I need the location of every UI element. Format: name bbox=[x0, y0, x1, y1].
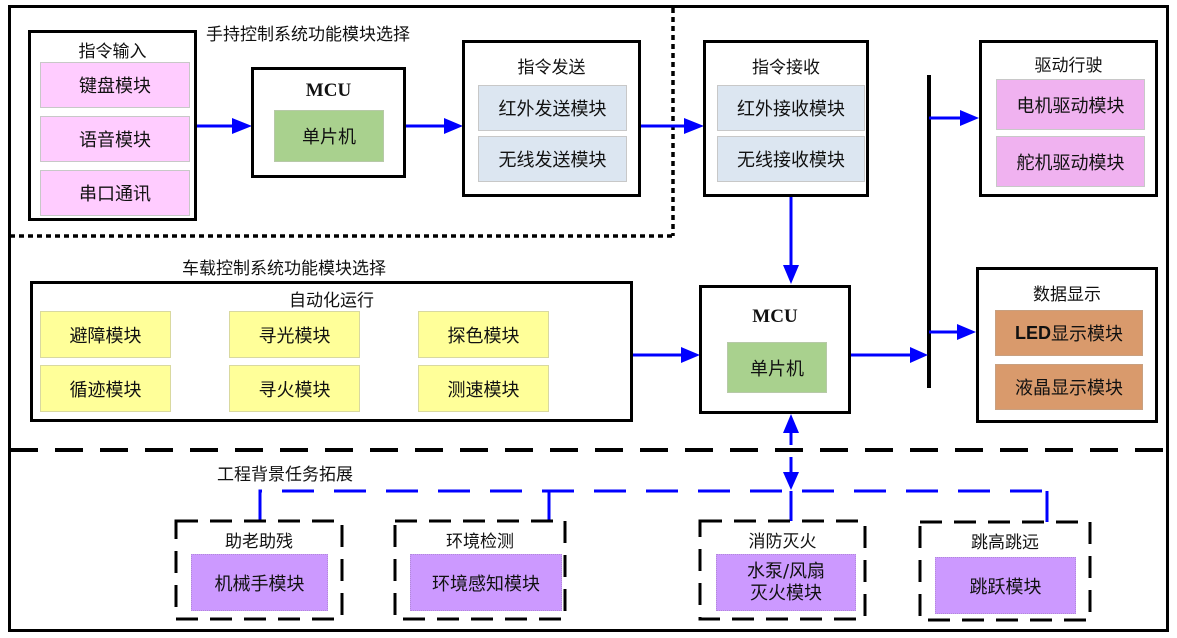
line-follow-module: 循迹模块 bbox=[40, 365, 171, 412]
handheld-mcu-title: MCU bbox=[305, 80, 352, 101]
speed-measure-module: 测速模块 bbox=[418, 365, 549, 412]
fire-seek-module: 寻火模块 bbox=[229, 365, 360, 412]
task-env-title: 环境检测 bbox=[446, 532, 514, 552]
display-title: 数据显示 bbox=[1033, 285, 1101, 305]
wireless-receive-module: 无线接收模块 bbox=[717, 136, 865, 182]
robot-arm-module: 机械手模块 bbox=[191, 554, 328, 611]
automation-title: 自动化运行 bbox=[289, 291, 374, 311]
vehicle-mcu-box: MCU 单片机 bbox=[699, 285, 851, 414]
obstacle-avoid-module: 避障模块 bbox=[40, 311, 171, 358]
command-input-title: 指令输入 bbox=[78, 42, 147, 62]
serial-comm-module: 串口通讯 bbox=[40, 170, 190, 216]
color-detect-module: 探色模块 bbox=[418, 311, 549, 358]
task-box-outline-fire bbox=[698, 519, 867, 621]
task-box-outline-assist bbox=[174, 519, 344, 621]
command-receive-title: 指令接收 bbox=[752, 58, 820, 78]
arrowhead-bus-to-drive bbox=[960, 110, 979, 126]
vehicle-mcu-chip: 单片机 bbox=[727, 342, 827, 393]
led-display-rest: 显示模块 bbox=[1051, 324, 1123, 345]
light-seek-module: 寻光模块 bbox=[229, 311, 360, 358]
task-assist-elderly: 助老助残 机械手模块 bbox=[176, 521, 342, 619]
motor-drive-module: 电机驱动模块 bbox=[996, 79, 1145, 130]
vehicle-mcu-title: MCU bbox=[752, 306, 798, 327]
arrowhead-mcu-to-send bbox=[444, 118, 463, 134]
pump-fan-extinguish-module: 水泵/风扇 灭火模块 bbox=[716, 554, 856, 611]
env-sensing-module: 环境感知模块 bbox=[410, 554, 562, 611]
arrowhead-bus-to-display bbox=[957, 324, 976, 340]
arrowhead-mcu-to-bus bbox=[910, 347, 928, 363]
task-fire-title: 消防灭火 bbox=[748, 532, 817, 552]
ir-send-module: 红外发送模块 bbox=[478, 85, 627, 131]
led-display-prefix: LED bbox=[1015, 322, 1051, 343]
fire-module-line2: 灭火模块 bbox=[750, 582, 822, 604]
arrowhead-auto-to-mcu bbox=[681, 347, 700, 363]
command-send-box: 指令发送 红外发送模块 无线发送模块 bbox=[462, 40, 641, 197]
automation-box: 自动化运行 避障模块 寻光模块 探色模块 循迹模块 寻火模块 测速模块 bbox=[30, 281, 633, 422]
handheld-section-title: 手持控制系统功能模块选择 bbox=[206, 25, 410, 45]
command-input-box: 指令输入 键盘模块 语音模块 串口通讯 bbox=[28, 30, 197, 221]
arrowhead-mcu-to-engineering bbox=[783, 472, 799, 490]
diagram-frame bbox=[8, 5, 1169, 632]
task-box-outline-env bbox=[393, 519, 567, 621]
vehicle-section-title: 车载控制系统功能模块选择 bbox=[182, 259, 386, 279]
task-box-outline-jump bbox=[918, 520, 1092, 622]
ir-receive-module: 红外接收模块 bbox=[717, 85, 865, 131]
task-firefighting: 消防灭火 水泵/风扇 灭火模块 bbox=[700, 521, 865, 619]
fire-module-line1: 水泵/风扇 bbox=[746, 560, 826, 582]
jump-module: 跳跃模块 bbox=[935, 557, 1076, 614]
servo-drive-module: 舵机驱动模块 bbox=[996, 136, 1145, 187]
drive-box: 驱动行驶 电机驱动模块 舵机驱动模块 bbox=[979, 40, 1158, 197]
task-assist-title: 助老助残 bbox=[225, 532, 293, 552]
handheld-mcu-box: MCU 单片机 bbox=[251, 67, 406, 178]
arrowhead-input-to-mcu bbox=[232, 118, 252, 134]
arrowhead-send-to-receive bbox=[684, 118, 704, 134]
engineering-section-title: 工程背景任务拓展 bbox=[217, 465, 353, 485]
engineering-task-bus bbox=[258, 489, 1049, 522]
task-jump: 跳高跳远 跳跃模块 bbox=[920, 522, 1090, 620]
keyboard-module: 键盘模块 bbox=[40, 62, 190, 108]
drive-title: 驱动行驶 bbox=[1034, 56, 1103, 76]
arrowhead-receive-to-mcu bbox=[783, 265, 799, 284]
command-receive-box: 指令接收 红外接收模块 无线接收模块 bbox=[703, 40, 869, 197]
task-jump-title: 跳高跳远 bbox=[971, 533, 1039, 553]
task-env-monitor: 环境检测 环境感知模块 bbox=[395, 521, 565, 619]
wireless-send-module: 无线发送模块 bbox=[478, 136, 627, 182]
handheld-mcu-chip: 单片机 bbox=[274, 110, 384, 162]
lcd-display-module: 液晶显示模块 bbox=[995, 364, 1143, 410]
voice-module: 语音模块 bbox=[40, 116, 190, 162]
arrowhead-engineering-to-mcu bbox=[783, 414, 799, 433]
command-send-title: 指令发送 bbox=[517, 58, 586, 78]
